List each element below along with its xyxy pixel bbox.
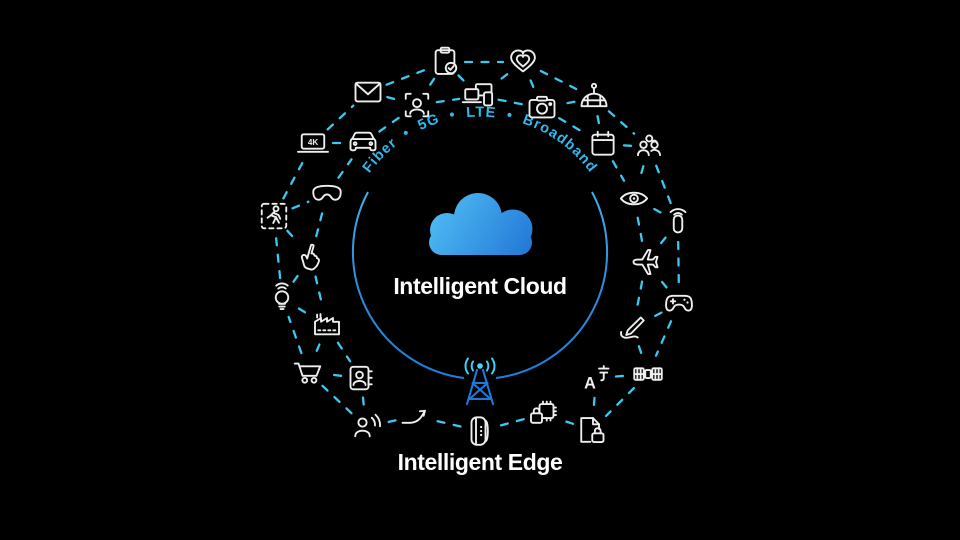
connector-a-translate-doc-lock xyxy=(592,396,596,412)
factory-icon xyxy=(314,313,340,336)
connector-envelope-clipboard xyxy=(385,68,428,86)
connector-factory-cart xyxy=(314,343,321,355)
connector-envelope-person-frame xyxy=(386,95,399,102)
connector-person-frame-devices xyxy=(435,97,461,104)
connector-doc-lock-chip-lock xyxy=(560,419,575,425)
doc-lock-icon xyxy=(580,417,605,443)
satellite-icon xyxy=(633,367,663,381)
clipboard-icon xyxy=(434,46,458,75)
connector-people-eye xyxy=(638,165,645,180)
connector-address-book-person-speaking xyxy=(361,396,366,409)
cell-tower-icon xyxy=(464,357,496,406)
connection-mesh xyxy=(274,60,680,428)
connector-pen-satellite xyxy=(637,345,644,357)
laptop4k-icon: 4K xyxy=(297,133,329,153)
eye-icon xyxy=(619,191,649,206)
connector-heart-devices xyxy=(493,73,509,85)
pen-icon xyxy=(620,316,645,339)
intelligent-cloud-label: Intelligent Cloud xyxy=(393,273,567,299)
airplane-icon xyxy=(632,249,659,275)
intelligent-edge-label: Intelligent Edge xyxy=(397,449,563,475)
connector-clipboard-devices xyxy=(457,74,467,84)
connector-dashed-person-goggles xyxy=(291,200,310,210)
lightbulb-icon xyxy=(274,282,290,310)
connector-trending-person-speaking xyxy=(384,419,397,424)
connector-controller-airplane xyxy=(657,276,668,289)
device-icons: 4K A xyxy=(260,46,693,446)
speaker-icon xyxy=(669,208,687,234)
cart-icon xyxy=(293,362,322,384)
person-speaking-icon xyxy=(354,413,381,438)
controller-icon xyxy=(665,294,693,312)
connectivity-ring-text: Fiber • 5G • LTE • Broadband xyxy=(360,105,600,176)
person-frame-icon xyxy=(404,92,430,118)
connector-a-translate-satellite xyxy=(614,374,630,378)
connector-stadium-camera xyxy=(560,100,576,106)
connector-heart-stadium xyxy=(539,69,578,91)
connector-people-speaker xyxy=(655,164,672,205)
inner-ring-arc-left xyxy=(351,191,465,379)
connector-speaker-controller xyxy=(677,240,680,285)
connector-goggles-car xyxy=(337,158,353,179)
connector-devices-camera xyxy=(497,98,524,106)
connector-people-calendar xyxy=(619,144,633,147)
connector-goggles-hand xyxy=(314,212,324,239)
laptop-screen-text: 4K xyxy=(308,138,319,147)
connector-stadium-people xyxy=(607,110,636,135)
connector-eye-airplane xyxy=(636,216,644,244)
stadium-icon xyxy=(580,82,608,108)
connector-heart-camera xyxy=(529,79,536,91)
connector-speaker-airplane xyxy=(657,236,667,248)
connector-airplane-pen xyxy=(635,280,644,310)
connector-address-book-cart xyxy=(326,373,343,377)
connector-chip-lock-router xyxy=(498,418,525,427)
trending-icon xyxy=(401,409,426,424)
connector-router-trending xyxy=(433,419,462,428)
car-icon xyxy=(349,131,377,152)
connector-stadium-calendar xyxy=(596,114,601,128)
connector-satellite-doc-lock xyxy=(604,386,636,418)
connector-hand-factory xyxy=(314,275,324,308)
connector-dashed-person-hand xyxy=(286,229,299,244)
connector-controller-pen xyxy=(649,311,663,320)
calendar-icon xyxy=(591,130,615,156)
connector-lightbulb-hand xyxy=(292,272,301,283)
chip-lock-icon xyxy=(530,400,557,424)
camera-icon xyxy=(528,95,556,119)
connector-dashed-person-laptop4k xyxy=(282,159,305,200)
cloud-icon xyxy=(429,193,533,255)
connector-laptop4k-envelope xyxy=(326,104,355,131)
devices-icon xyxy=(461,83,494,107)
envelope-icon xyxy=(354,81,382,103)
translate-letter: A xyxy=(584,375,596,393)
connector-car-person-frame xyxy=(378,115,402,133)
router-icon xyxy=(470,416,489,446)
connector-clipboard-person-frame xyxy=(426,77,436,90)
hand-icon xyxy=(300,243,320,271)
connector-factory-address-book xyxy=(336,341,352,363)
inner-ring-arc-right xyxy=(495,191,609,379)
people-icon xyxy=(637,134,661,157)
connector-cart-lightbulb xyxy=(287,315,303,355)
heart-icon xyxy=(510,49,536,73)
address-book-icon xyxy=(349,365,373,391)
dashed-person-icon xyxy=(260,202,288,230)
a-translate-icon: A xyxy=(584,365,610,393)
connector-lightbulb-dashed-person xyxy=(274,234,282,280)
goggles-icon xyxy=(312,184,342,201)
connector-calendar-eye xyxy=(611,160,626,182)
connector-person-speaking-cart xyxy=(321,384,353,415)
connector-lightbulb-factory xyxy=(297,307,312,317)
connector-speaker-eye xyxy=(650,206,662,214)
connector-controller-satellite xyxy=(654,320,673,357)
connector-camera-calendar xyxy=(558,117,587,135)
